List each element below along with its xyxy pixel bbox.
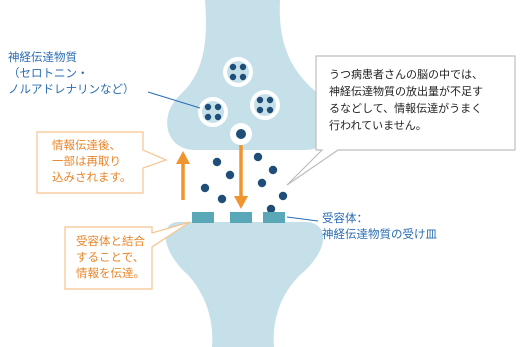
vesicle: [223, 57, 253, 87]
molecule: [268, 165, 278, 175]
vesicle: [198, 97, 228, 127]
receptor-label: 受容体： 神経伝達物質の受け皿: [322, 211, 437, 241]
molecule: [257, 178, 267, 188]
binding-callout: [64, 221, 191, 290]
molecule: [278, 191, 288, 201]
molecule: [212, 157, 222, 167]
postsynaptic-neuron: [165, 222, 324, 347]
binding-label: 受容体と結合 することで、 情報を伝達。: [76, 234, 145, 280]
neurotransmitter-leader-line: [147, 91, 201, 109]
depression-callout: [286, 55, 516, 186]
depression-note: うつ病患者さんの脳の中では、 神経伝達物質の放出量が不足す るなどして、情報伝達…: [329, 68, 483, 132]
molecule: [266, 204, 276, 214]
molecule: [225, 170, 235, 180]
release-arrow: [234, 145, 248, 209]
molecule: [200, 183, 210, 193]
vesicle: [250, 90, 280, 120]
reuptake-arrow: [176, 151, 190, 200]
molecule: [253, 152, 263, 162]
reuptake-label: 情報伝達後、 一部は再取り 込みされます。: [52, 138, 132, 184]
receptor: [230, 212, 252, 223]
reuptake-callout: [36, 131, 168, 194]
receptor-leader-line: [286, 216, 319, 222]
neurotransmitter-label: 神経伝達物質 （セロトニン・ ノルアドレナリンなど）: [8, 50, 135, 96]
cleft-molecules: [200, 152, 288, 214]
receptor: [263, 212, 285, 223]
receptor: [192, 212, 214, 223]
release-molecule: [236, 129, 246, 139]
molecule: [217, 194, 227, 204]
